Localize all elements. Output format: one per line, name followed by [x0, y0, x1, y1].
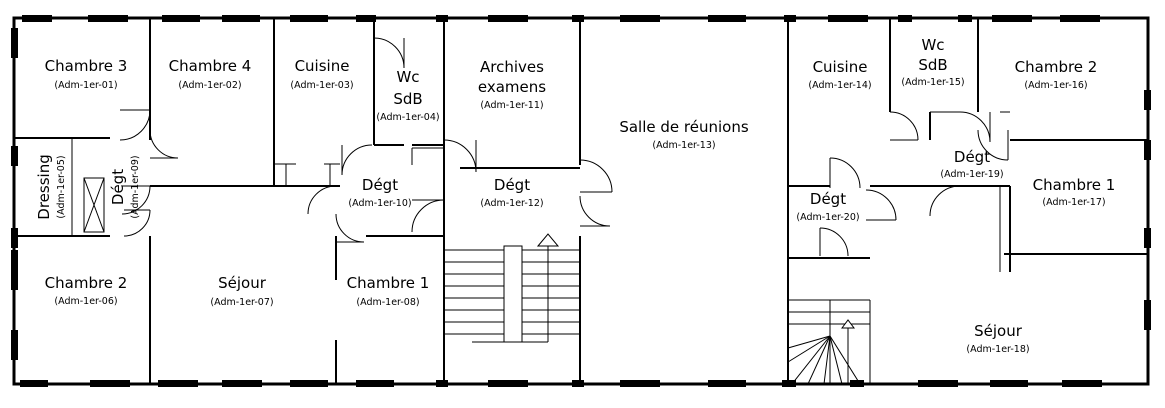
room-name: Chambre 2	[1015, 58, 1098, 76]
staircase-right	[787, 299, 871, 385]
room-code: (Adm-1er-16)	[1024, 80, 1087, 91]
room-name: Dégt	[109, 169, 127, 205]
room-code: (Adm-1er-03)	[290, 80, 353, 91]
room-name: Dégt	[362, 176, 398, 194]
room-name: Chambre 3	[45, 57, 128, 75]
room-name: Chambre 4	[169, 57, 252, 75]
room-name: Dressing	[35, 154, 53, 219]
room-code: (Adm-1er-06)	[54, 296, 117, 307]
room-name: Wc	[396, 68, 419, 86]
wall-details	[71, 111, 1010, 272]
interior-walls	[13, 18, 1148, 384]
room-code: (Adm-1er-10)	[348, 198, 411, 209]
room-name-line2: SdB	[918, 56, 947, 74]
room-code: (Adm-1er-07)	[210, 297, 273, 308]
room-code: (Adm-1er-09)	[130, 155, 141, 218]
room-code: (Adm-1er-01)	[54, 80, 117, 91]
room-code: (Adm-1er-20)	[796, 212, 859, 223]
room-code: (Adm-1er-04)	[376, 112, 439, 123]
room-labels: Chambre 3 (Adm-1er-01) Chambre 4 (Adm-1e…	[35, 36, 1115, 355]
room-code: (Adm-1er-15)	[901, 77, 964, 88]
room-name: Cuisine	[295, 57, 350, 75]
room-name: Cuisine	[813, 58, 868, 76]
staircase-center	[444, 233, 580, 343]
room-code: (Adm-1er-18)	[966, 344, 1029, 355]
room-code: (Adm-1er-14)	[808, 80, 871, 91]
room-name: Chambre 1	[347, 274, 430, 292]
room-name: Wc	[921, 36, 944, 54]
room-code: (Adm-1er-02)	[178, 80, 241, 91]
room-name: Archives	[480, 58, 544, 76]
room-name: Chambre 1	[1033, 176, 1116, 194]
room-name: Dégt	[494, 176, 530, 194]
room-name: Séjour	[218, 274, 267, 292]
room-name: Dégt	[810, 190, 846, 208]
room-name-line2: examens	[478, 78, 546, 96]
door-swings	[119, 37, 1009, 257]
room-name: Chambre 2	[45, 274, 128, 292]
room-name: Dégt	[954, 148, 990, 166]
room-name: Salle de réunions	[619, 118, 748, 136]
room-name: Séjour	[974, 322, 1023, 340]
room-code: (Adm-1er-19)	[940, 169, 1003, 180]
room-code: (Adm-1er-17)	[1042, 197, 1105, 208]
room-code: (Adm-1er-12)	[480, 198, 543, 209]
room-code: (Adm-1er-11)	[480, 100, 543, 111]
room-name-line2: SdB	[393, 90, 422, 108]
room-code: (Adm-1er-13)	[652, 140, 715, 151]
room-code: (Adm-1er-05)	[56, 155, 67, 218]
room-code: (Adm-1er-08)	[356, 297, 419, 308]
